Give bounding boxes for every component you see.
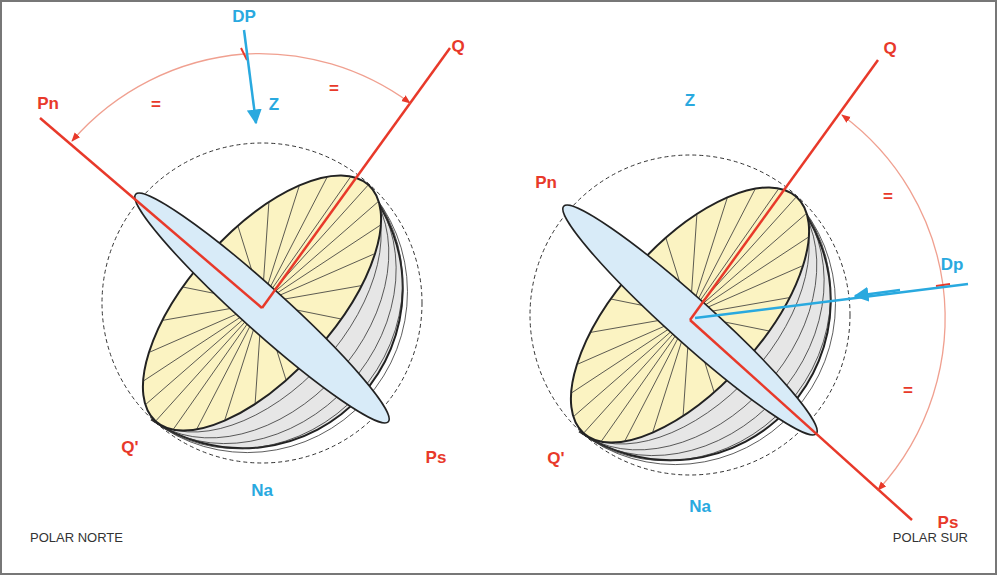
axis-label: = [329, 80, 339, 97]
axis-label: DP [232, 8, 256, 25]
axis-label: Z [269, 96, 279, 113]
polar-north-dial [102, 137, 422, 470]
axis-label: Na [689, 498, 711, 515]
axis-label: Pn [37, 95, 59, 112]
axis-label: Na [251, 482, 273, 499]
axis-label: Ps [938, 514, 959, 531]
polar-south-dial [530, 149, 850, 482]
axis-label: Pn [535, 174, 557, 191]
axis-label: = [151, 96, 161, 113]
axis-label: Dp [941, 256, 964, 273]
axis-label: Q [451, 38, 464, 55]
axis-label: Q' [547, 450, 564, 467]
axis-label: Ps [426, 449, 447, 466]
panel-caption: POLAR NORTE [30, 531, 123, 544]
axis-label: Q' [121, 439, 138, 456]
axis-label: Q [883, 40, 896, 57]
panel-caption: POLAR SUR [893, 531, 968, 544]
axis-label: Z [685, 92, 695, 109]
axis-label: = [883, 188, 893, 205]
axis-label: = [903, 382, 913, 399]
